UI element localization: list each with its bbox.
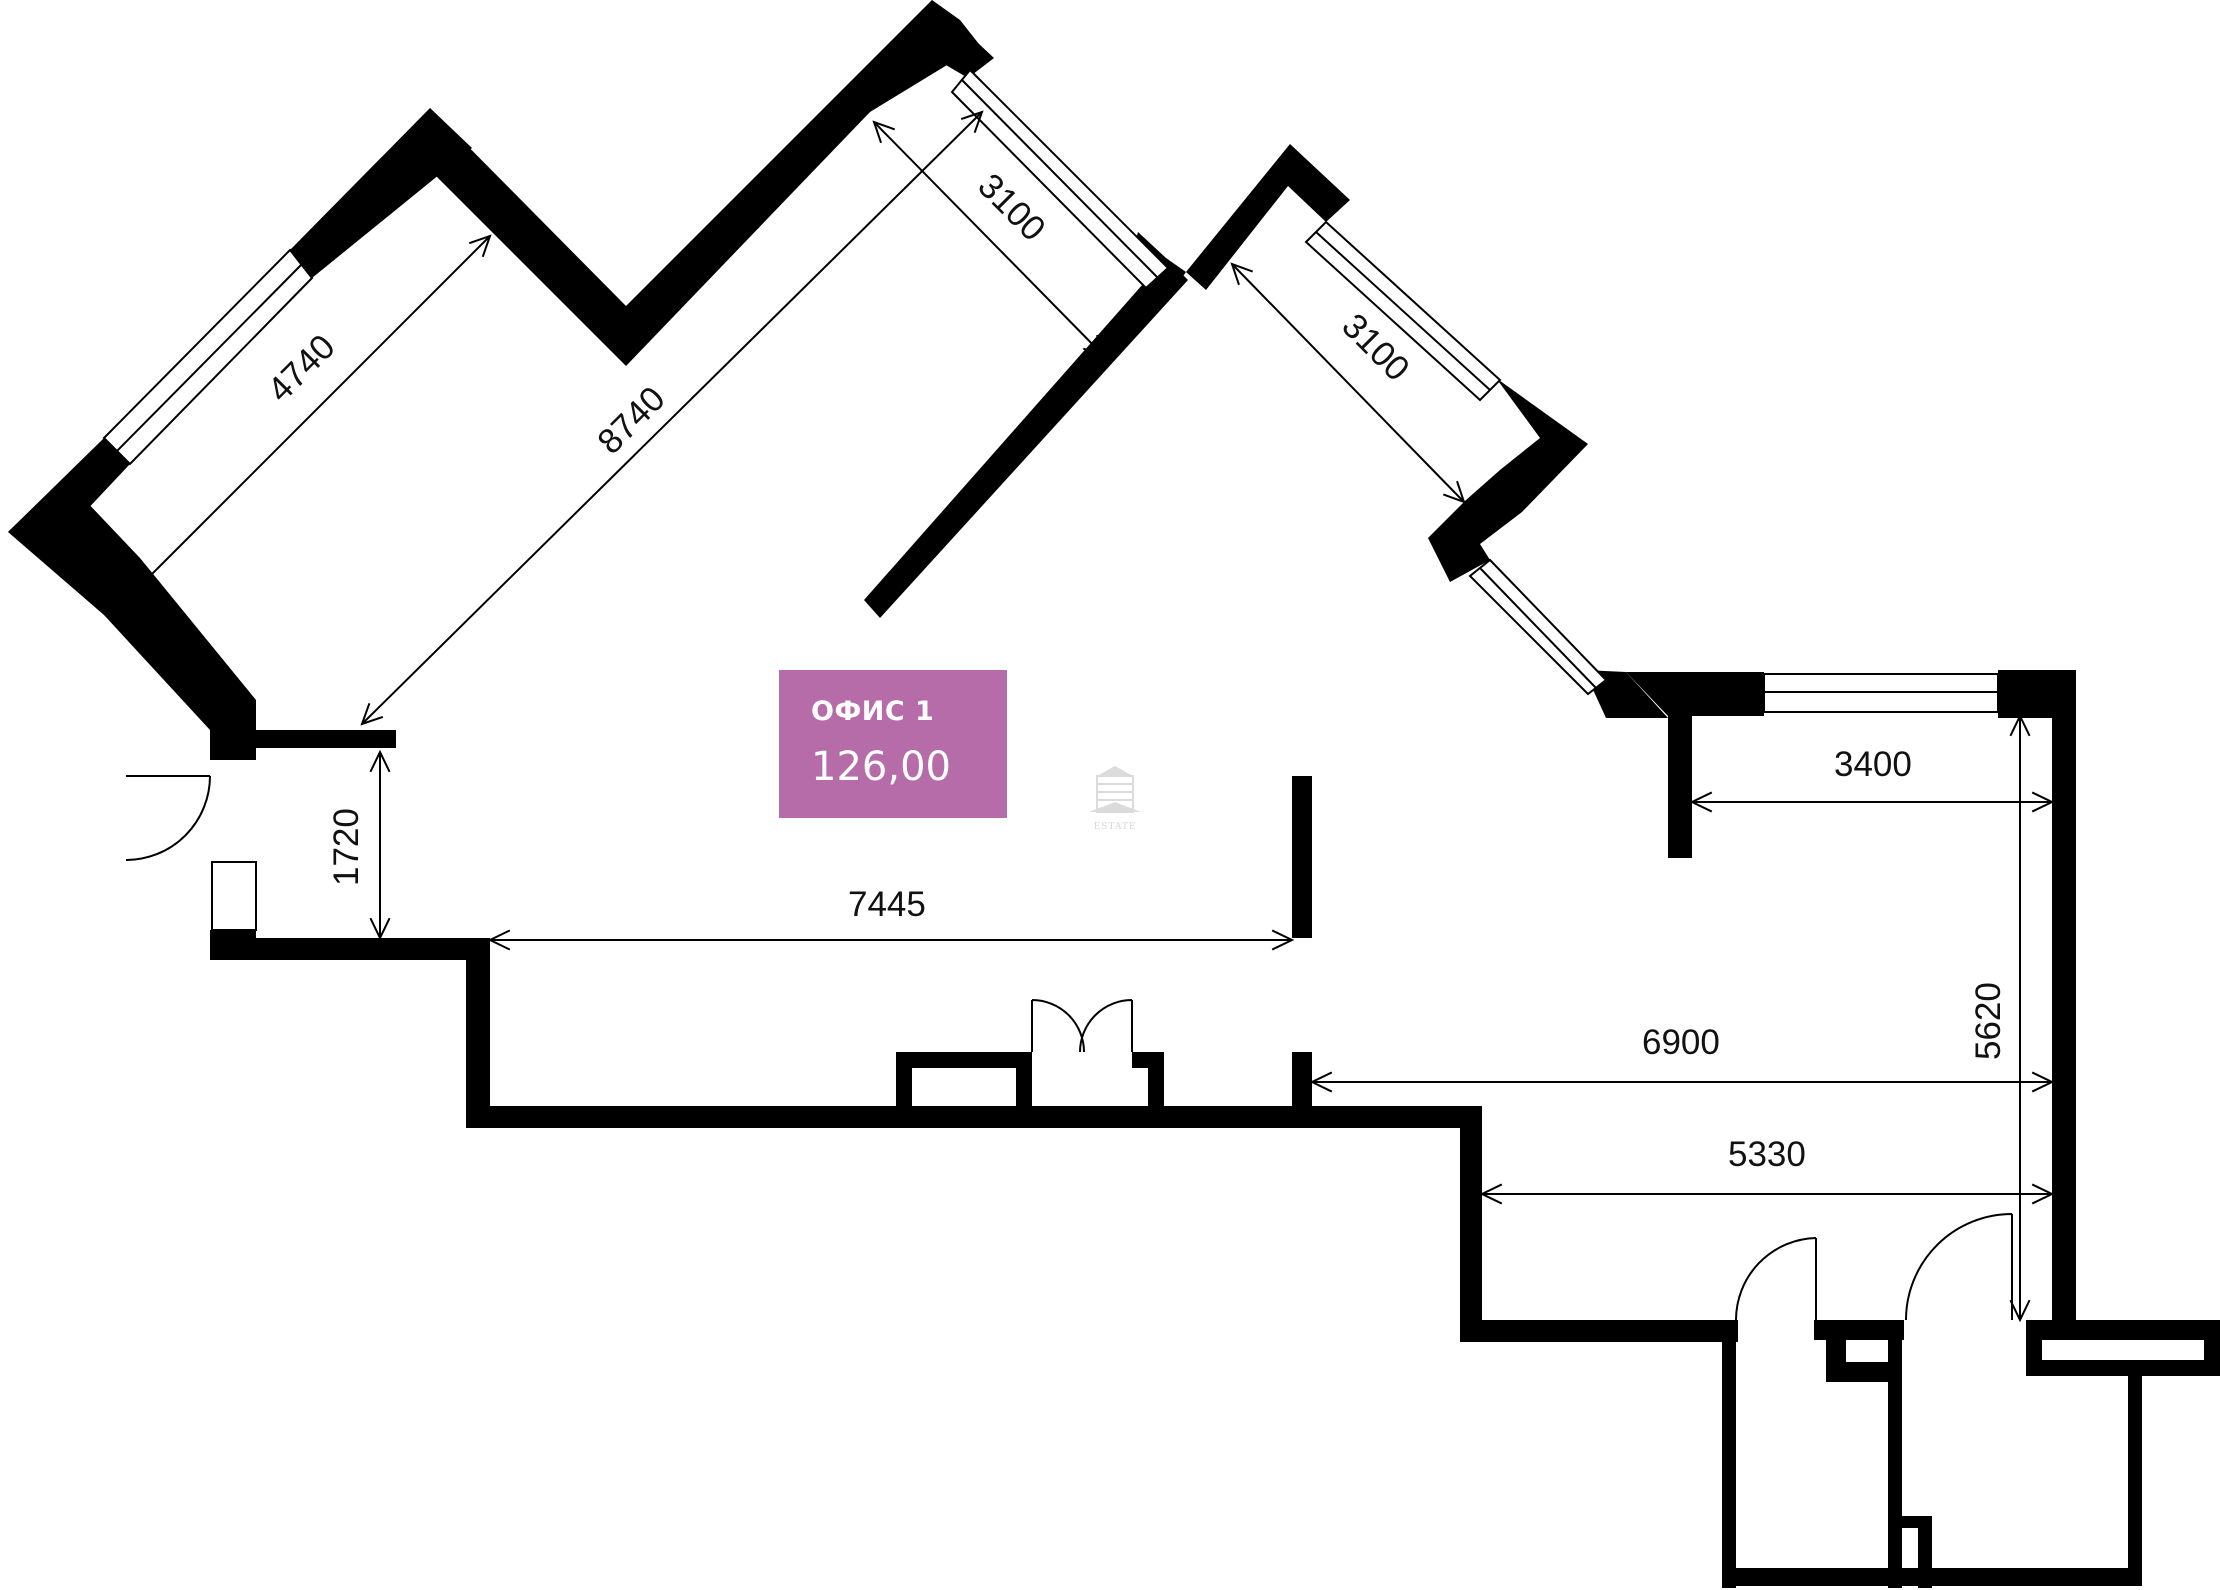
wall-left-stub-top (256, 730, 396, 748)
dimension-arrowhead (960, 110, 984, 134)
wall-top-peak (900, 0, 994, 78)
room-name: ОФИС 1 (811, 696, 935, 727)
room-badge: ОФИС 1 126,00 (779, 670, 1007, 818)
wall-bottom-step (1460, 1320, 1738, 1342)
door-util-b (1905, 1213, 2013, 1321)
dimension-arrowhead (1230, 262, 1254, 286)
doors (125, 775, 2013, 1321)
dimension-arrowhead (1442, 480, 1466, 504)
wall-zigzag-b (626, 0, 990, 366)
dimension-arrowhead (872, 120, 896, 144)
watermark-text: ESTATE (1093, 822, 1137, 832)
wall-util-box (1826, 1340, 1846, 1382)
wall-bottom-main (466, 1106, 1482, 1128)
wall-left-stub-bot (210, 930, 256, 960)
dim-3400: 3400 (1834, 745, 1912, 784)
dim-7445: 7445 (848, 885, 926, 924)
dimension-arrowhead (1271, 929, 1295, 951)
wall-left-slant (8, 478, 256, 760)
wall-partition-stub (1292, 1052, 1312, 1106)
room-area: 126,00 (811, 744, 951, 790)
wall-left-corner (8, 438, 130, 532)
door-double-a (1031, 999, 1085, 1053)
door-double-b (1079, 999, 1133, 1053)
dimension-arrowhead (1309, 1071, 1333, 1093)
dimension-arrowhead (134, 568, 158, 592)
wall-bath-a-left (896, 1052, 912, 1112)
door-util-a (1735, 1237, 1817, 1321)
wall-step-down (1460, 1106, 1482, 1342)
wall-util-mid (1888, 1340, 1902, 1588)
wall-bath-b-right (1148, 1052, 1164, 1112)
wall-right-top (1626, 672, 1764, 716)
wall-lower-left (256, 938, 490, 960)
wall-bath-a (896, 1052, 1028, 1068)
dimension-arrowhead (1082, 334, 1106, 358)
dimension-arrowhead (2031, 791, 2055, 813)
dim-6900: 6900 (1642, 1023, 1720, 1062)
wall-util-ledge-c (2204, 1320, 2220, 1376)
windows (102, 68, 1999, 931)
dimension-arrowhead (2009, 1299, 2031, 1323)
building-icon (1089, 766, 1141, 813)
wall-bath-a-right (1016, 1052, 1032, 1112)
dimension-arrowhead (487, 929, 511, 951)
dim-5620: 5620 (1969, 982, 2008, 1060)
window-left-small (211, 861, 257, 931)
dimension-arrowhead (1479, 1183, 1503, 1205)
dimension-lines (134, 110, 2055, 1323)
dim-8740: 8740 (590, 379, 673, 462)
wall-left-vertical (466, 938, 490, 1128)
dimension-arrowhead (2009, 713, 2031, 737)
dim-4740: 4740 (260, 327, 343, 410)
wall-right-outer (2052, 670, 2076, 1326)
door-left (125, 775, 211, 861)
dimension-arrowhead (1689, 791, 1713, 813)
walls (8, 0, 2220, 1588)
dimension-arrowhead (468, 234, 492, 258)
wall-interior-diagonal (864, 258, 1188, 618)
dimension-arrowhead (369, 917, 391, 941)
dim-1720: 1720 (327, 808, 366, 886)
wall-mid-peak-a (1186, 144, 1350, 290)
dimension-arrowhead (369, 749, 391, 773)
wall-right-stub (1668, 716, 1692, 858)
wall-right-a (1428, 378, 1588, 582)
dimension-arrowhead (2031, 1183, 2055, 1205)
dimension-arrowhead (360, 702, 384, 726)
dim-5330: 5330 (1728, 1135, 1806, 1174)
wall-util-top-right (2026, 1320, 2220, 1340)
wall-util-right (2128, 1372, 2142, 1586)
watermark-logo: ESTATE (1083, 762, 1147, 832)
wall-util-ledge-b (2026, 1360, 2220, 1376)
wall-util-left (1722, 1320, 1736, 1588)
wall-freestanding (1292, 776, 1312, 938)
wall-zigzag-a (410, 108, 626, 366)
wall-util-top (1814, 1320, 1904, 1340)
dimension-arrowhead (2031, 1071, 2055, 1093)
wall-util-small-b (1918, 1516, 1932, 1588)
